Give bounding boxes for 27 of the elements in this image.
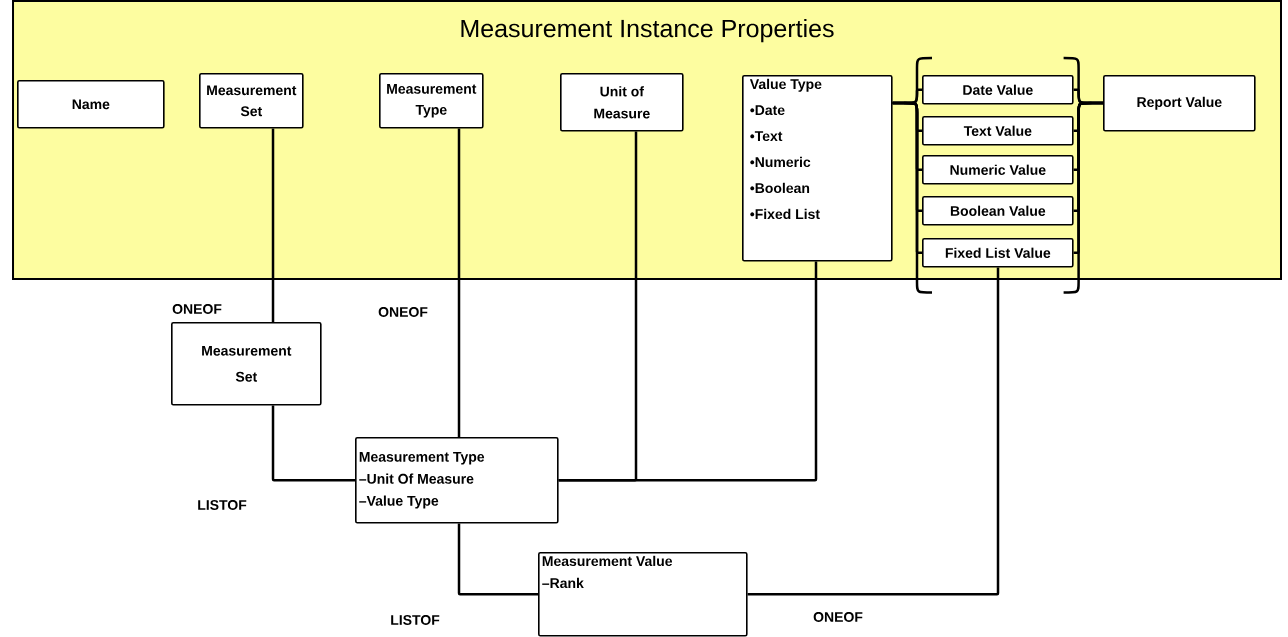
process-box: Date Value <box>922 75 1074 105</box>
connector-line <box>271 128 275 322</box>
connector-line <box>1073 101 1103 255</box>
process-box: Fixed List Value <box>922 238 1074 268</box>
edge-label: ONEOF <box>171 303 223 315</box>
connector-line <box>747 267 1000 596</box>
process-box: Measurement Type <box>379 73 484 129</box>
process-box: Measurement Set <box>171 322 322 406</box>
edge-label: ONEOF <box>812 611 864 623</box>
edge-label: LISTOF <box>196 499 248 511</box>
process-box: Measurement Type –Unit Of Measure –Value Type <box>355 437 559 524</box>
process-box: Report Value <box>1103 75 1256 132</box>
connector-line <box>457 128 461 437</box>
edge-label: LISTOF <box>389 614 441 626</box>
process-box: Measurement Value –Rank <box>538 552 748 637</box>
process-box: Boolean Value <box>922 196 1074 226</box>
connector-line <box>558 261 818 482</box>
connector-line <box>457 523 538 596</box>
connector-line <box>892 101 922 255</box>
process-box: Numeric Value <box>922 155 1074 185</box>
process-box: Text Value <box>922 116 1074 146</box>
process-box: Value Type •Date •Text •Numeric •Boolean •Fixed List <box>742 75 893 262</box>
process-box: Measurement Set <box>199 73 304 129</box>
process-box: Unit of Measure <box>560 73 684 132</box>
process-box: Name <box>17 80 165 129</box>
connector-line <box>271 405 355 482</box>
edge-label: ONEOF <box>377 306 429 318</box>
